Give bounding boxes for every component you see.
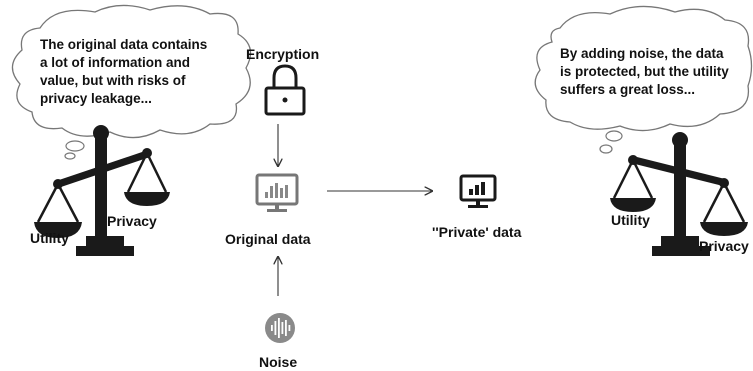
private-data-monitor-icon <box>459 174 497 208</box>
right-thought-bubble <box>534 5 753 154</box>
noise-label: Noise <box>259 354 298 370</box>
left-balance-scale-icon <box>34 125 170 256</box>
left-utility-label: Utility <box>30 230 69 246</box>
private-data-label: ''Private' data <box>432 224 522 240</box>
left-thought-bubble <box>11 4 252 160</box>
left-bubble-text: The original data contains a lot of info… <box>40 37 208 106</box>
right-utility-label: Utility <box>611 212 650 228</box>
right-balance-scale-icon <box>610 132 748 256</box>
encryption-label: Encryption <box>246 46 320 62</box>
right-bubble-text: By adding noise, the data is protected, … <box>560 46 729 97</box>
lock-icon <box>264 64 306 116</box>
audio-wave-icon <box>265 313 295 343</box>
original-data-monitor-icon <box>255 173 299 212</box>
original-data-label: Original data <box>225 231 311 247</box>
right-privacy-label: Privacy <box>699 238 749 254</box>
left-privacy-label: Privacy <box>107 213 157 229</box>
